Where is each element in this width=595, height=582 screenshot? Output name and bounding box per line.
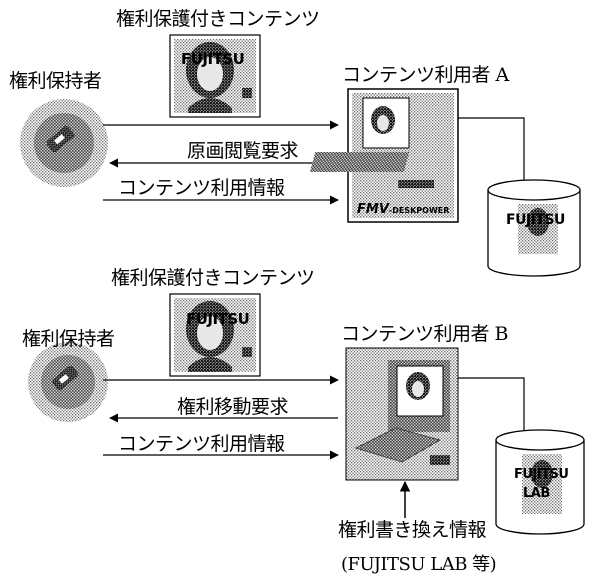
desktop-computer-icon	[345, 347, 459, 481]
content-watermark-b: FUJITSU	[186, 310, 250, 328]
desktop-computer-icon	[309, 88, 459, 223]
protected-content-label: 権利保護付きコンテンツ	[116, 8, 320, 30]
portrait-photo-icon	[169, 34, 261, 118]
pc-brand: FMV	[357, 202, 389, 217]
content-user-label: コンテンツ利用者 A	[342, 64, 509, 86]
arrow-request-label: 原画閲覧要求	[187, 140, 299, 162]
database-cylinder-icon	[487, 179, 581, 277]
arrow-request-label-b: 権利移動要求	[177, 396, 289, 418]
rights-holder-label: 権利保持者	[9, 70, 102, 92]
content-watermark: FUJITSU	[181, 50, 245, 68]
db-watermark: FUJITSU	[506, 212, 565, 228]
database-cylinder-icon	[495, 429, 585, 535]
rewrite-info-label: 権利書き換え情報	[338, 519, 487, 541]
pc-brand-logo: FMV-DESKPOWER	[357, 203, 449, 216]
arrow-usage-info-label-b: コンテンツ利用情報	[118, 433, 285, 455]
rights-holder-label-b: 権利保持者	[22, 328, 115, 350]
arrow-usage-info-label: コンテンツ利用情報	[118, 177, 285, 199]
pc-model: -DESKPOWER	[388, 206, 450, 215]
portrait-photo-icon	[169, 293, 261, 377]
db-watermark-b1: FUJITSU	[514, 467, 569, 482]
card-reader-icon	[28, 342, 108, 422]
connector-user-b-db	[458, 377, 525, 438]
protected-content-label-b: 権利保護付きコンテンツ	[111, 267, 315, 289]
content-user-label-b: コンテンツ利用者 B	[341, 323, 509, 345]
connector-user-a-db	[458, 117, 525, 188]
db-watermark-b2: LAB	[523, 486, 550, 501]
rewrite-info-note: (FUJITSU LAB 等)	[341, 554, 497, 575]
card-reader-icon	[20, 99, 108, 187]
